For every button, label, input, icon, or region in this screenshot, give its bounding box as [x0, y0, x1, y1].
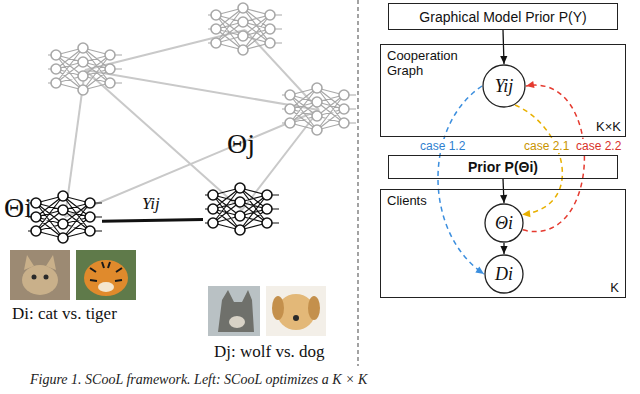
client-network [28, 191, 102, 243]
arrowhead [500, 246, 507, 254]
panel-divider [357, 0, 358, 366]
wolf-head [218, 290, 254, 332]
model-symbol: Θj [227, 128, 255, 160]
photo-ground [208, 286, 260, 336]
circle-shape [485, 204, 523, 242]
dataset-label: Di: cat vs. tiger [12, 304, 117, 324]
gray-link [245, 30, 319, 110]
variable-circle: Yij [482, 64, 526, 108]
connector-line [523, 85, 585, 231]
plate-title: Cooperation Graph [387, 48, 467, 78]
variable-label: Θi [495, 213, 513, 234]
gray-link [242, 110, 319, 210]
gray-network [208, 3, 282, 55]
dog-ear [272, 296, 284, 320]
edge-label: case 1.2 [418, 139, 467, 153]
dog-photo [266, 286, 326, 336]
gray-link [85, 70, 242, 210]
gray-network [282, 83, 356, 135]
client-network [205, 183, 279, 235]
edge-label: Yij [140, 194, 162, 214]
circle-shape [485, 255, 523, 293]
arrowhead [522, 210, 530, 217]
wolf-photo [208, 286, 260, 336]
box-label: Prior P(Θi) [468, 159, 538, 175]
connector-line [102, 220, 203, 222]
plate-box: Cooperation GraphK×K Yij [380, 44, 626, 137]
circle-shape [483, 65, 525, 107]
variable-label: Di [495, 264, 513, 285]
figure-caption: Figure 1. SCooL framework. Left: SCooL o… [30, 372, 367, 388]
cat-photo [10, 250, 70, 300]
plate-title: Clients [387, 193, 427, 208]
dog-ear [308, 296, 320, 320]
photo-ground [10, 250, 70, 300]
edge-label: case 2.2 [574, 139, 623, 153]
tiger-stripes [90, 262, 122, 281]
connector [102, 220, 203, 222]
edge-label: case 2.1 [522, 139, 571, 153]
prior-box: Prior P(Θi) [388, 155, 618, 179]
arrowhead [500, 195, 507, 203]
prior-box: Graphical Model Prior P(Y) [388, 3, 618, 30]
connector-line [438, 86, 484, 274]
cat-eye [32, 275, 37, 280]
tiger-face [84, 260, 128, 296]
client-network-node: Θj [203, 128, 293, 250]
gray-network [48, 43, 122, 95]
model-symbol: Θi [4, 192, 32, 224]
arrowhead [475, 267, 484, 274]
client-network-node: Θi [0, 186, 102, 250]
variable-circle: Di [484, 254, 524, 294]
photo-ground [266, 286, 326, 336]
box-label: Graphical Model Prior P(Y) [419, 9, 586, 25]
gray-links [65, 30, 319, 217]
plate-count: K×K [596, 119, 621, 134]
connector [500, 30, 507, 64]
dog-nose [293, 315, 299, 321]
arrowhead [526, 81, 535, 88]
gray-link [85, 70, 319, 110]
gray-link [65, 110, 319, 217]
connector [500, 179, 507, 203]
connector [500, 243, 507, 254]
cat-eye [44, 275, 49, 280]
dataset-label: Dj: wolf vs. dog [214, 342, 325, 362]
plate-count: K [610, 280, 619, 295]
variable-circle: Θi [484, 203, 524, 243]
plate-box: ClientsK ΘiDi [380, 189, 626, 298]
cat-ears [24, 255, 56, 270]
connector [438, 86, 484, 274]
tiger-photo [76, 250, 136, 300]
arrowhead [500, 56, 507, 64]
connector [523, 81, 585, 232]
photo-ground [76, 250, 136, 300]
variable-label: Yij [495, 76, 514, 97]
tiger-muzzle [98, 282, 114, 292]
cat-face [22, 265, 58, 295]
wolf-muzzle [229, 316, 245, 328]
